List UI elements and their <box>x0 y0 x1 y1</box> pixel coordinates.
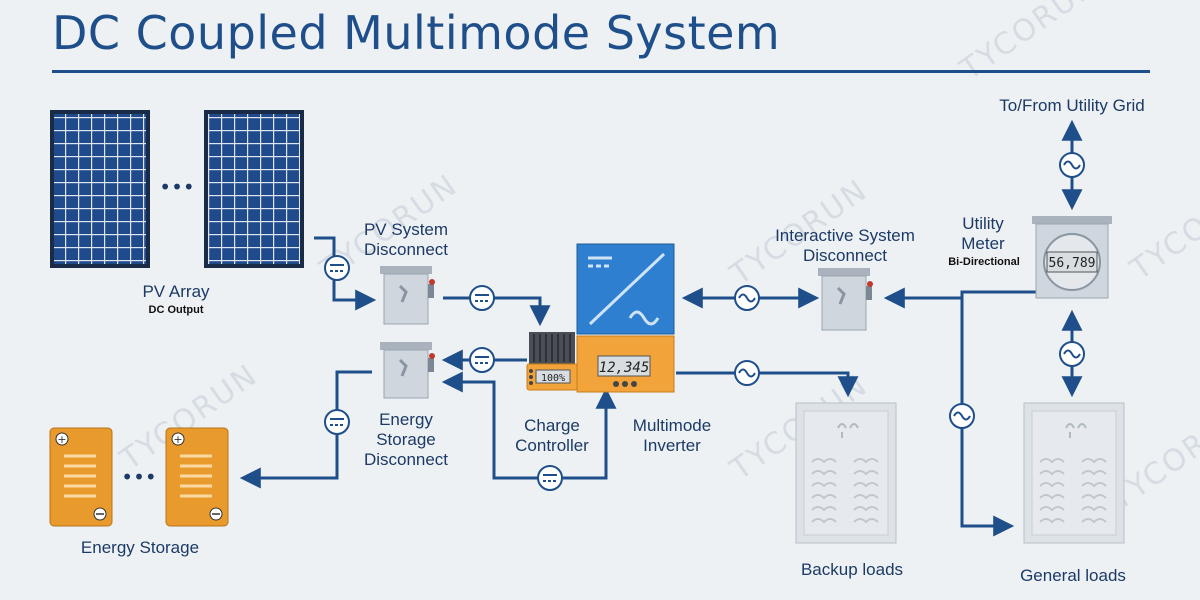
utility-grid-label: To/From Utility Grid <box>999 96 1145 115</box>
battery-ellipsis: ••• <box>121 465 156 489</box>
multimode-inverter <box>576 243 675 393</box>
charge-controller-label: Charge Controller <box>500 416 604 456</box>
energy-storage-disconnect-box <box>380 342 435 399</box>
backup-loads-label: Backup loads <box>800 560 904 579</box>
line-inv-to-backup <box>676 371 859 398</box>
utility-meter-label: Utility Meter <box>948 214 1018 254</box>
backup-loads-panel <box>795 402 897 544</box>
utility-meter-sublabel: Bi-Directional <box>948 256 1020 268</box>
meter-display: 56,789 <box>1049 256 1096 271</box>
pv-disconnect-line-1: PV System <box>363 220 449 239</box>
svg-text:+: + <box>173 433 182 446</box>
interactive-disconnect-line-1: Interactive System <box>775 226 915 245</box>
solar-panel-left <box>50 110 150 268</box>
pv-disconnect-label: PV System Disconnect <box>346 220 466 260</box>
dc-symbol-5-icon <box>537 465 563 491</box>
es-disconnect-line-2: Storage <box>376 430 436 449</box>
utility-meter-line-1: Utility <box>962 214 1004 233</box>
es-disconnect-line-1: Energy <box>379 410 433 429</box>
pv-array-sublabel: DC Output <box>148 304 204 316</box>
interactive-disconnect-line-2: Disconnect <box>802 246 888 265</box>
charge-controller-line-1: Charge <box>524 416 580 435</box>
battery-left: + <box>49 427 113 527</box>
ac-symbol-1-icon <box>734 285 760 311</box>
dc-symbol-3-icon <box>469 347 495 373</box>
battery-right: + <box>165 427 229 527</box>
ac-symbol-2-icon <box>734 360 760 386</box>
es-disconnect-line-3: Disconnect <box>363 450 449 469</box>
ac-symbol-3-icon <box>949 403 975 429</box>
panel-ellipsis: ••• <box>159 175 194 199</box>
line-to-general <box>960 298 1015 537</box>
utility-meter-line-2: Meter <box>961 234 1005 253</box>
page-title: DC Coupled Multimode System <box>52 6 781 60</box>
multimode-inverter-line-1: Multimode <box>632 416 712 435</box>
pv-array-label: PV Array <box>142 282 210 301</box>
ac-symbol-4-icon <box>1059 341 1085 367</box>
dc-symbol-2-icon <box>469 285 495 311</box>
interactive-disconnect-label: Interactive System Disconnect <box>765 226 925 266</box>
dc-symbol-4-icon <box>324 409 350 435</box>
utility-meter <box>1032 216 1112 299</box>
svg-text:+: + <box>57 433 66 446</box>
interactive-system-disconnect-box <box>818 268 873 331</box>
multimode-inverter-label: Multimode Inverter <box>612 416 732 456</box>
es-disconnect-label: Energy Storage Disconnect <box>346 410 466 470</box>
title-rule <box>52 70 1150 73</box>
dc-symbol-1-icon <box>324 255 350 281</box>
ac-symbol-5-icon <box>1059 152 1085 178</box>
charge-controller-line-2: Controller <box>515 436 589 455</box>
inverter-display: 12,345 <box>599 360 650 376</box>
charge-controller <box>526 332 578 391</box>
energy-storage-label: Energy Storage <box>80 538 200 557</box>
general-loads-label: General loads <box>1020 566 1126 585</box>
pv-system-disconnect-box <box>380 266 435 325</box>
solar-panel-right <box>204 110 304 268</box>
line-loop <box>441 371 617 480</box>
charge-controller-display: 100% <box>541 373 565 384</box>
multimode-inverter-line-2: Inverter <box>643 436 701 455</box>
general-loads-panel <box>1023 402 1125 544</box>
pv-disconnect-line-2: Disconnect <box>363 240 449 259</box>
